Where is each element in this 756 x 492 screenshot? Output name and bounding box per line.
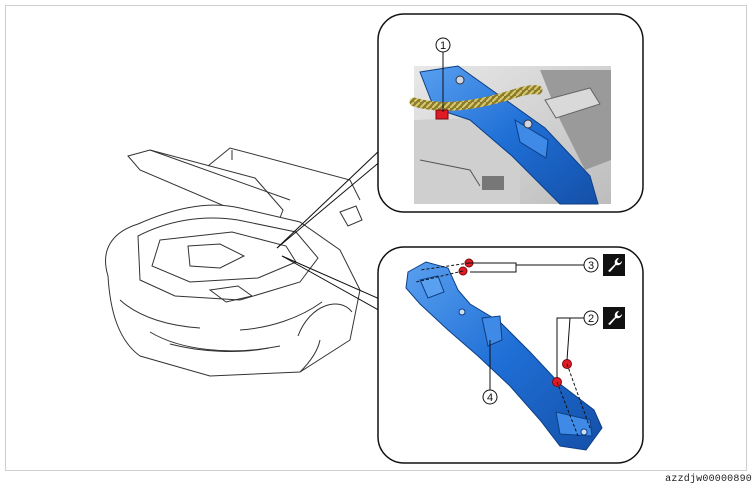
callout-4-label: 4 <box>487 392 493 404</box>
callout-3-marker <box>583 257 599 273</box>
callout-3-label: 3 <box>588 260 594 272</box>
wrench-icon <box>603 254 625 276</box>
wrench-icon <box>603 307 625 329</box>
callout-1-marker <box>435 37 451 53</box>
bottom-inset-detail: 3 2 4 <box>377 246 644 464</box>
vehicle-outline <box>105 147 383 377</box>
callout-2-label: 2 <box>588 313 594 325</box>
callout-4-marker <box>482 389 498 405</box>
callout-1-label: 1 <box>440 40 446 52</box>
document-code: azzdjw00000890 <box>665 474 752 485</box>
diagram-frame <box>5 5 747 471</box>
top-inset-detail: 1 <box>377 13 644 213</box>
bracket-part <box>405 261 603 451</box>
callout-2-marker <box>583 310 599 326</box>
